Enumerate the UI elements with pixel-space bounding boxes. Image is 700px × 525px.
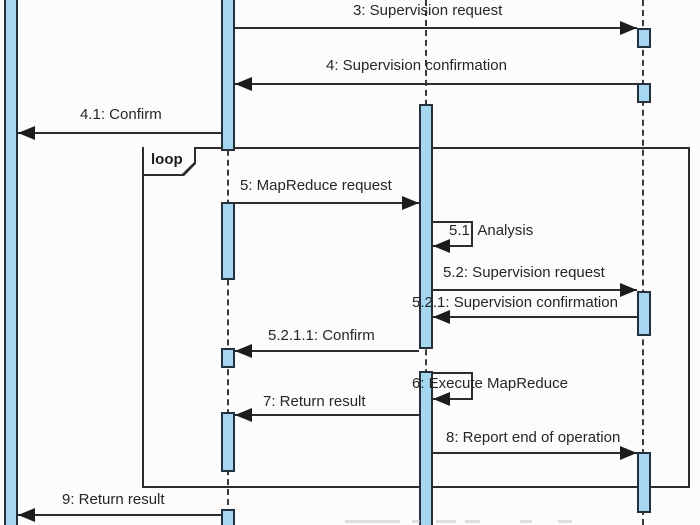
activation-bar-lifeline3-a	[419, 104, 433, 349]
message-label-4-1: 4.1: Confirm	[80, 106, 162, 123]
message-label-5-1: 5.1: Analysis	[449, 222, 534, 239]
arrowhead-left-icon	[18, 508, 35, 522]
activation-bar-lifeline2-b	[221, 202, 235, 280]
clipped-text-remnant	[520, 520, 532, 523]
arrowhead-right-icon	[402, 196, 419, 210]
message-label-8: 8: Report end of operation	[446, 429, 621, 446]
activation-bar-lifeline4-c	[637, 291, 651, 336]
activation-bar-lifeline2-a	[221, 0, 235, 151]
message-line-4-1	[18, 132, 221, 134]
loop-fragment-label: loop	[142, 147, 196, 176]
self-message-6-bottom	[433, 398, 473, 400]
loop-label-fill	[144, 147, 194, 174]
message-label-7: 7: Return result	[263, 393, 366, 410]
self-message-5-1-bottom	[433, 245, 473, 247]
lifeline-4-dashed	[642, 0, 644, 525]
message-line-5	[235, 202, 419, 204]
arrowhead-left-icon	[433, 392, 450, 406]
message-line-9	[18, 514, 221, 516]
clipped-text-remnant	[558, 520, 572, 523]
arrowhead-right-icon	[620, 21, 637, 35]
message-line-7	[235, 414, 419, 416]
activation-bar-lifeline4-d	[637, 452, 651, 513]
self-message-5-1-top	[433, 221, 473, 223]
arrowhead-left-icon	[433, 310, 450, 324]
clipped-text-remnant	[465, 520, 480, 523]
self-message-5-1-side	[471, 221, 473, 247]
message-label-5-2-1-1: 5.2.1.1: Confirm	[268, 327, 375, 344]
message-label-9: 9: Return result	[62, 491, 165, 508]
activation-bar-lifeline4-b	[637, 83, 651, 103]
message-line-3	[235, 27, 637, 29]
clipped-text-remnant	[436, 520, 456, 523]
message-line-4	[235, 83, 637, 85]
arrowhead-left-icon	[433, 239, 450, 253]
message-line-5-2-1	[433, 316, 637, 318]
arrowhead-left-icon	[235, 408, 252, 422]
message-label-5: 5: MapReduce request	[240, 177, 392, 194]
message-line-5-2-1-1	[235, 350, 419, 352]
message-label-6: 6: Execute MapReduce	[412, 375, 568, 392]
message-label-5-2: 5.2: Supervision request	[443, 264, 605, 281]
message-line-5-2	[433, 289, 637, 291]
self-message-6-side	[471, 372, 473, 400]
message-label-3: 3: Supervision request	[353, 2, 503, 19]
activation-bar-lifeline4-a	[637, 28, 651, 48]
message-label-4: 4: Supervision confirmation	[326, 57, 507, 74]
message-line-8	[433, 452, 637, 454]
arrowhead-right-icon	[620, 283, 637, 297]
clipped-text-remnant	[345, 520, 400, 523]
activation-bar-lifeline2-d	[221, 412, 235, 472]
activation-bar-lifeline1	[4, 0, 18, 525]
arrowhead-left-icon	[235, 77, 252, 91]
arrowhead-right-icon	[620, 446, 637, 460]
arrowhead-left-icon	[235, 344, 252, 358]
activation-bar-lifeline2-e	[221, 509, 235, 525]
arrowhead-left-icon	[18, 126, 35, 140]
loop-label-text: loop	[151, 151, 183, 168]
activation-bar-lifeline3-b	[419, 371, 433, 525]
activation-bar-lifeline2-c	[221, 348, 235, 368]
message-label-5-2-1: 5.2.1: Supervision confirmation	[412, 294, 618, 311]
self-message-6-top	[433, 372, 473, 374]
loop-fragment	[142, 147, 690, 488]
clipped-text-remnant	[412, 520, 420, 523]
